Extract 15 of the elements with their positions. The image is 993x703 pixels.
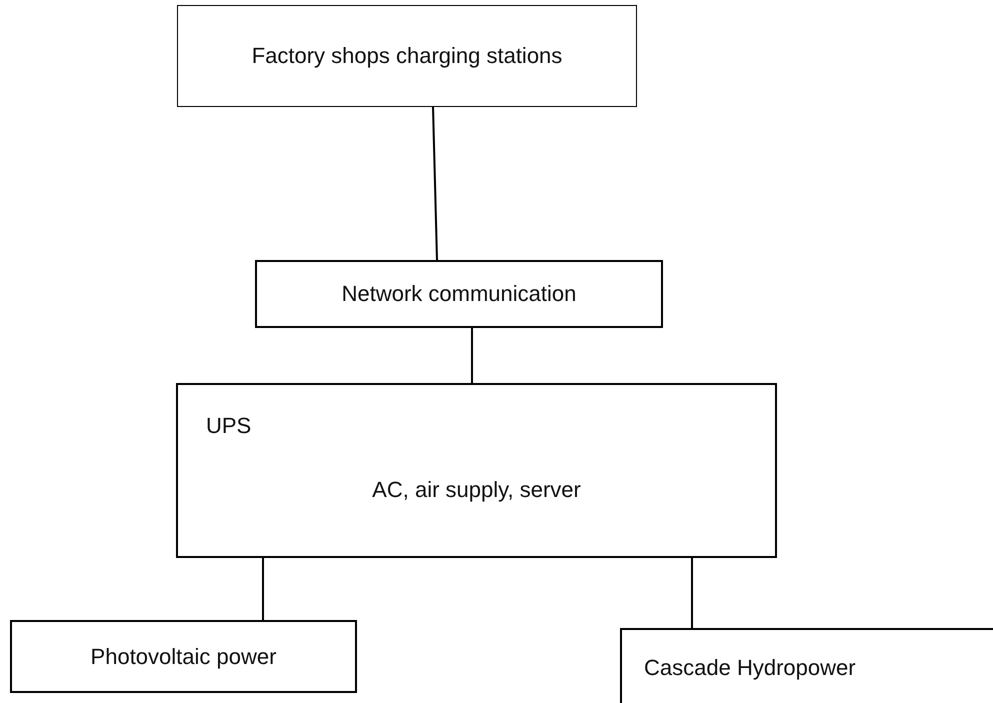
process-box — [620, 628, 993, 703]
connector-line — [471, 328, 473, 383]
node-label: Photovoltaic power — [90, 644, 276, 670]
connector-line — [691, 558, 693, 628]
connector-line — [262, 558, 264, 620]
process-box — [10, 620, 357, 693]
node-label: Network communication — [342, 281, 576, 307]
process-box — [176, 383, 777, 558]
process-box — [177, 5, 637, 107]
node-label: Cascade Hydropower — [644, 655, 856, 681]
process-box — [255, 260, 663, 328]
node-label: Factory shops charging stations — [252, 43, 562, 69]
node-label: AC, air supply, server — [372, 477, 581, 503]
node-label: UPS — [206, 413, 252, 439]
connector-line — [432, 106, 438, 260]
